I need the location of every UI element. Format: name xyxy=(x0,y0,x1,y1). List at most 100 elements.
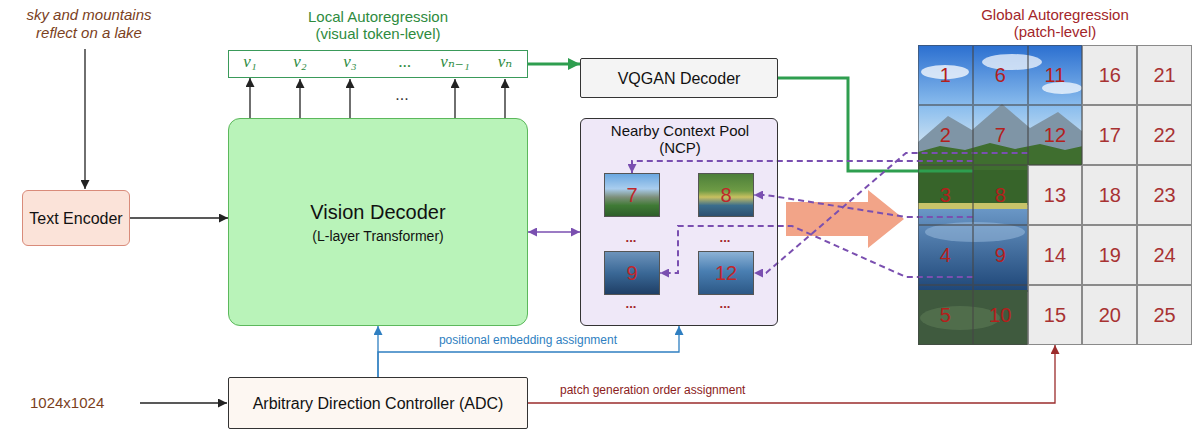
callout-number: 24 xyxy=(1153,243,1175,267)
ellipsis: ... xyxy=(626,297,637,311)
connector xyxy=(130,217,228,218)
patch-cell: 2 xyxy=(918,105,973,165)
section-heading: Global Autoregression (patch-level) xyxy=(965,6,1145,40)
token-label: vₙ₋₁ xyxy=(440,52,469,72)
connector xyxy=(632,161,973,173)
weeds xyxy=(920,306,1000,330)
callout-number: 23 xyxy=(1153,183,1175,207)
patch-cell: 19 xyxy=(1082,225,1137,285)
patch-cell: 8 xyxy=(973,165,1028,225)
block-arrow xyxy=(786,190,904,248)
callout-number: 9 xyxy=(995,243,1006,267)
patch-cell: 11 xyxy=(1028,45,1083,105)
decoder-box: Vision Decoder (L-layer Transformer) xyxy=(228,118,528,326)
patch-cell: 5 xyxy=(918,285,973,345)
patch-grid: Global Autoregression (patch-level)12345… xyxy=(918,0,1192,345)
callout-number: 3 xyxy=(940,183,951,207)
patch-cell: 17 xyxy=(1082,105,1137,165)
patch-cell: 9 xyxy=(973,225,1028,285)
box-title: Nearby Context Pool (NCP) xyxy=(600,122,760,156)
cloud xyxy=(982,54,1042,70)
callout-number: 19 xyxy=(1099,243,1121,267)
prompt-arrow xyxy=(84,49,85,189)
callout-number: 1 xyxy=(940,63,951,87)
connector xyxy=(378,326,679,377)
callout-number: 15 xyxy=(1044,303,1066,327)
token-label: v₁ xyxy=(243,52,256,72)
patch-cell: 10 xyxy=(973,285,1028,345)
callout-number: 20 xyxy=(1099,303,1121,327)
token-arrow xyxy=(349,79,350,118)
callout-number: 18 xyxy=(1099,183,1121,207)
callout-number: 16 xyxy=(1099,63,1121,87)
token-arrow xyxy=(454,79,455,118)
ellipsis: ... xyxy=(720,231,731,245)
box-title: Arbitrary Direction Controller (ADC) xyxy=(253,394,504,413)
context-patch: 12 xyxy=(698,251,754,295)
token-label: ... xyxy=(399,52,412,72)
context-pool-fill xyxy=(580,118,778,326)
callout-number: 12 xyxy=(1044,123,1066,147)
patch-cell: 24 xyxy=(1137,225,1192,285)
box-title: VQGAN Decoder xyxy=(618,69,741,88)
process-box: VQGAN Decoder xyxy=(580,58,778,98)
patch-cell: 15 xyxy=(1028,285,1083,345)
patch-cell: 1 xyxy=(918,45,973,105)
ellipsis: ... xyxy=(395,86,408,104)
callout-number: 8 xyxy=(995,183,1006,207)
box-title: Vision Decoder xyxy=(310,200,445,224)
token-label: vₙ xyxy=(498,52,512,72)
callout-number: 12 xyxy=(715,262,737,284)
connector xyxy=(778,78,973,171)
ellipsis: ... xyxy=(626,231,637,245)
patch-cell: 16 xyxy=(1082,45,1137,105)
patch-cell: 3 xyxy=(918,165,973,225)
token-arrow xyxy=(299,79,300,118)
callout-number: 25 xyxy=(1153,303,1175,327)
token-box-outline xyxy=(228,50,528,78)
callout-number: 10 xyxy=(989,303,1011,327)
box-title: Text Encoder xyxy=(29,209,122,228)
callout-number: 11 xyxy=(1045,63,1066,87)
box-subtitle: (L-layer Transformer) xyxy=(312,228,443,245)
callout-number: 8 xyxy=(720,184,731,206)
patch-cell: 6 xyxy=(973,45,1028,105)
patch-cell: 18 xyxy=(1082,165,1137,225)
patch-cell: 25 xyxy=(1137,285,1192,345)
connector xyxy=(249,78,250,118)
context-pool: Nearby Context Pool (NCP) 7 8 9 12 xyxy=(580,118,778,326)
token-sequence: Local Autoregression (visual token-level… xyxy=(228,8,528,78)
connector xyxy=(528,345,1055,403)
process-box: Text Encoder xyxy=(22,190,130,246)
callout-number: 6 xyxy=(995,63,1006,87)
patch-cell: 12 xyxy=(1028,105,1083,165)
callout-number: 7 xyxy=(995,123,1006,147)
patch-cell: 21 xyxy=(1137,45,1192,105)
context-patch: 7 xyxy=(604,173,660,217)
callout-number: 21 xyxy=(1153,63,1175,87)
connector xyxy=(528,63,580,66)
patch-cell: 13 xyxy=(1028,165,1083,225)
context-patch: 9 xyxy=(604,251,660,295)
callout-number: 7 xyxy=(626,184,637,206)
patch-cell: 4 xyxy=(918,225,973,285)
prompt-text: sky and mountains reflect on a lake xyxy=(14,6,164,42)
callout-number: 14 xyxy=(1044,243,1066,267)
callout-number: 13 xyxy=(1044,183,1066,207)
callout-number: 2 xyxy=(940,123,951,147)
patch-cell: 22 xyxy=(1137,105,1192,165)
callout-number: 17 xyxy=(1099,123,1121,147)
edge-label: positional embedding assignment xyxy=(439,333,617,348)
patch-cell: 14 xyxy=(1028,225,1083,285)
token-label: v₂ xyxy=(293,52,306,72)
edge-label: patch generation order assignment xyxy=(560,383,745,398)
patch-cell: 20 xyxy=(1082,285,1137,345)
ellipsis: ... xyxy=(720,297,731,311)
connector xyxy=(528,231,580,233)
resolution-arrow xyxy=(140,402,227,403)
connector xyxy=(754,153,1028,273)
generated-image xyxy=(918,45,1083,345)
resolution-text: 1024x1024 xyxy=(30,394,104,412)
